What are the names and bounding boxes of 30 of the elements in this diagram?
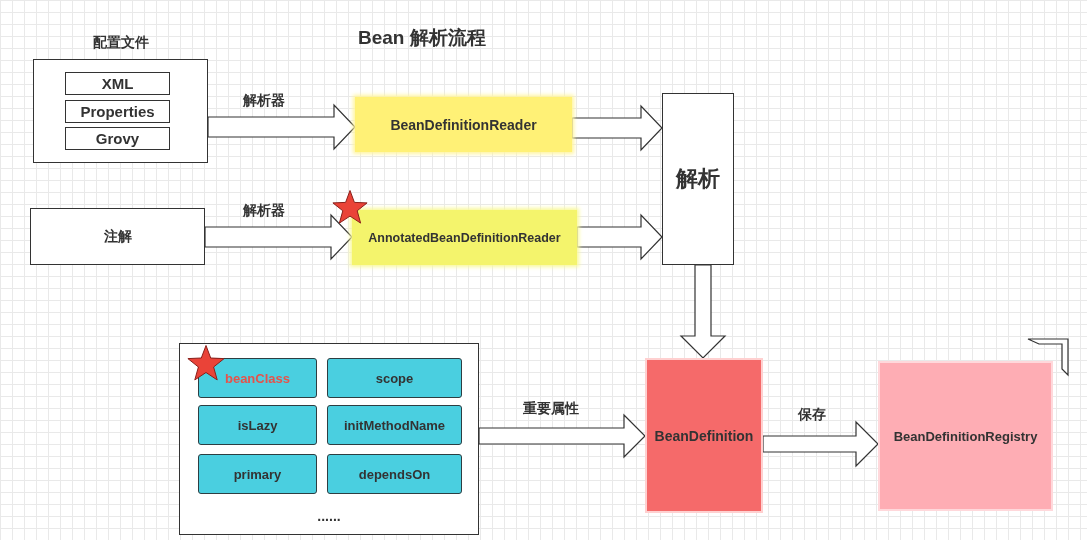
attribute-tile: primary [198,454,317,494]
edge-label: 重要属性 [523,400,579,418]
process-box: 解析 [662,93,734,265]
edge-label: 解析器 [243,92,285,110]
attribute-tile: beanClass [198,358,317,398]
attribute-tile: isLazy [198,405,317,445]
attribute-tile: scope [327,358,462,398]
ellipsis-text: ...... [316,508,342,524]
registry-box: BeanDefinitionRegistry [878,361,1053,511]
attribute-panel [179,343,479,535]
edge-label: 解析器 [243,202,285,220]
group-heading: 配置文件 [91,34,150,52]
block-arrow [576,213,663,261]
format-box: Properties [65,100,170,123]
block-arrow [207,103,356,151]
block-arrow [478,413,646,459]
reader-box: BeanDefinitionReader [355,97,572,152]
source-box: 注解 [30,208,205,265]
block-arrow [679,264,727,359]
definition-box: BeanDefinition [645,358,763,513]
title: Bean 解析流程 [358,26,486,50]
attribute-tile: dependsOn [327,454,462,494]
format-box: XML [65,72,170,95]
block-arrow [204,213,353,261]
block-arrow [762,420,879,468]
reader-box: AnnotatedBeanDefinitionReader [352,210,577,265]
edge-label: 保存 [798,406,826,424]
block-arrow [571,104,663,152]
attribute-tile: initMethodName [327,405,462,445]
format-box: Grovy [65,127,170,150]
